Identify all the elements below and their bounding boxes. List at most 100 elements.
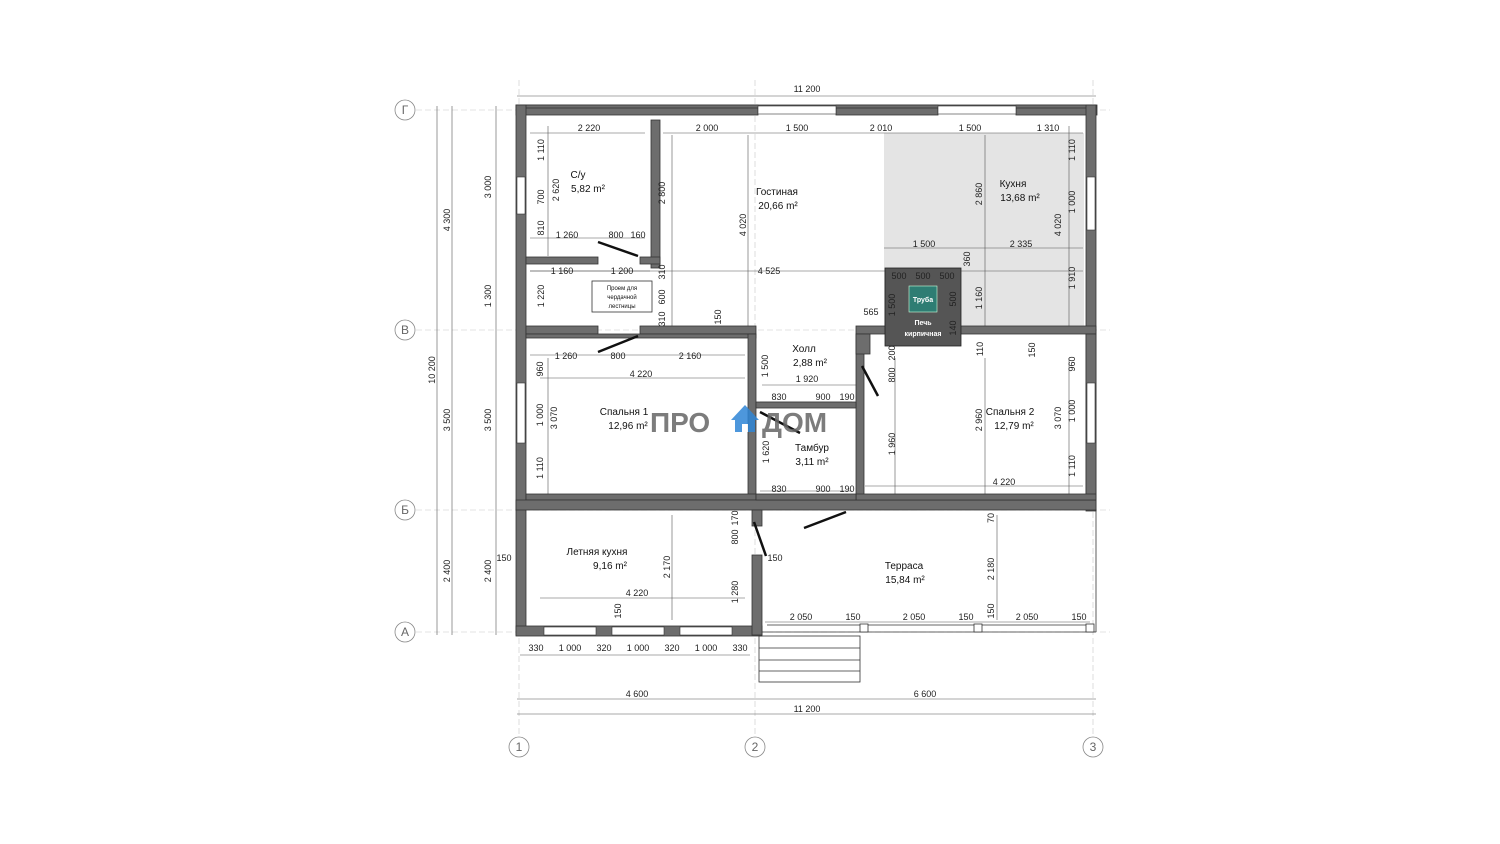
dim-500d: 500: [948, 291, 958, 306]
dim-4020a: 4 020: [738, 214, 748, 237]
dim-1000c: 1 000: [1067, 400, 1077, 423]
house-icon: [731, 405, 759, 432]
dim-bottom-left: 4 600: [626, 689, 649, 699]
dim-ter-4: 150: [958, 612, 973, 622]
axis-label-b: Б: [401, 503, 409, 517]
dim-1280: 1 280: [730, 581, 740, 604]
dim-830a: 830: [771, 392, 786, 402]
dim-800b: 800: [610, 351, 625, 361]
dim-140: 140: [948, 320, 958, 335]
dim-2160: 2 160: [679, 351, 702, 361]
vestibule-name: Тамбур: [795, 442, 829, 454]
dim-inner-3000: 3 000: [483, 176, 493, 199]
dim-150e: 150: [767, 553, 782, 563]
dim-360: 360: [962, 251, 972, 266]
dim-ter-3: 2 050: [903, 612, 926, 622]
bed1-area: 12,96 m²: [608, 421, 648, 432]
vestibule-area: 3,11 m²: [795, 457, 829, 468]
dim-1160b: 1 160: [974, 287, 984, 310]
dim-bottom-right: 6 600: [914, 689, 937, 699]
room-labels: С/у 5,82 m² Гостиная 20,66 m² Кухня 13,6…: [567, 170, 1041, 586]
axis-label-a: А: [401, 625, 409, 639]
dim-160: 160: [630, 230, 645, 240]
overall-dimensions: 11 200 4 600 6 600 11 200 10 200 4 300 3…: [427, 84, 936, 714]
dim-1110d: 1 110: [1067, 455, 1077, 477]
dim-inner-1300: 1 300: [483, 285, 493, 308]
attic-label-1: Проем для: [607, 286, 637, 292]
summer-kitchen-name: Летняя кухня: [567, 547, 628, 558]
dim-ter-5: 150: [986, 603, 996, 618]
dim-ter-7: 150: [1071, 612, 1086, 622]
dim-810: 810: [536, 220, 546, 235]
chimney-label: Труба: [913, 296, 933, 304]
dim-bot-5: 320: [664, 643, 679, 653]
dim-190a: 190: [839, 392, 854, 402]
dim-800c: 800: [887, 367, 897, 382]
logo-text-right: ДОМ: [762, 407, 827, 438]
dim-1200: 1 200: [611, 266, 634, 276]
dim-830b: 830: [771, 484, 786, 494]
dim-2335: 2 335: [1010, 239, 1033, 249]
logo-text-left: ПРО: [650, 407, 710, 438]
dim-1220: 1 220: [536, 285, 546, 308]
dim-310b: 310: [657, 311, 667, 326]
dim-3070a: 3 070: [549, 407, 559, 430]
dim-2620: 2 620: [551, 179, 561, 202]
dim-1620: 1 620: [761, 441, 771, 464]
dim-inner-2400: 2 400: [483, 560, 493, 583]
dim-1500a: 1 500: [913, 239, 936, 249]
dim-ter-2: 150: [845, 612, 860, 622]
attic-label-3: лестницы: [609, 304, 636, 310]
terrace-area: 15,84 m²: [885, 575, 925, 586]
dim-500b: 500: [915, 271, 930, 281]
dim-top-overall: 11 200: [794, 84, 821, 94]
dim-1920: 1 920: [796, 374, 819, 384]
dim-bot-6: 1 000: [695, 643, 718, 653]
logo-watermark: ПРО ДОМ: [650, 405, 827, 438]
axis-label-g: Г: [402, 103, 409, 117]
doors: [597, 240, 880, 557]
dim-960b: 960: [1067, 356, 1077, 371]
dim-4220c: 4 220: [626, 588, 649, 598]
top-row-dimensions: 2 220 2 000 1 500 2 010 1 500 1 310: [578, 123, 1060, 133]
dim-500c: 500: [939, 271, 954, 281]
dim-2800: 2 800: [657, 182, 667, 205]
dim-bot-7: 330: [732, 643, 747, 653]
dim-2860: 2 860: [974, 183, 984, 206]
dim-bottom-overall: 11 200: [794, 704, 821, 714]
dim-top-4: 2 010: [870, 123, 893, 133]
dim-4220a: 4 220: [630, 369, 653, 379]
dim-left-3500: 3 500: [442, 409, 452, 432]
axis-markers: [394, 99, 1104, 758]
dim-1960: 1 960: [887, 433, 897, 456]
dim-left-4300: 4 300: [442, 209, 452, 232]
dim-1500c: 1 500: [760, 355, 770, 378]
kitchen-name: Кухня: [1000, 179, 1027, 190]
dim-1260a: 1 260: [556, 230, 579, 240]
dim-left-2400: 2 400: [442, 560, 452, 583]
dim-2960: 2 960: [974, 409, 984, 432]
kitchen-area: 13,68 m²: [1000, 193, 1040, 204]
dim-150b: 150: [1027, 342, 1037, 357]
dim-ter-6: 2 050: [1016, 612, 1039, 622]
dim-left-overall: 10 200: [427, 356, 437, 384]
bed2-area: 12,79 m²: [994, 421, 1034, 432]
attic-opening: [591, 280, 653, 313]
bed1-name: Спальня 1: [600, 407, 649, 418]
dim-2170: 2 170: [662, 556, 672, 579]
dim-310a: 310: [657, 264, 667, 279]
terrace-row-dimensions: 2 050 150 2 050 150 150 2 050 150: [790, 603, 1087, 622]
axis-label-3: 3: [1090, 740, 1097, 754]
chimney: [908, 285, 938, 313]
bed2-name: Спальня 2: [986, 407, 1035, 418]
axis-label-2: 2: [752, 740, 759, 754]
dim-bot-4: 1 000: [627, 643, 650, 653]
living-name: Гостиная: [756, 187, 798, 198]
stove: [884, 267, 962, 347]
dim-600: 600: [657, 289, 667, 304]
stove-label-1: Печь: [914, 320, 932, 327]
dim-2180: 2 180: [986, 558, 996, 581]
terrace-posts: [859, 623, 1095, 633]
dim-4020b: 4 020: [1053, 214, 1063, 237]
